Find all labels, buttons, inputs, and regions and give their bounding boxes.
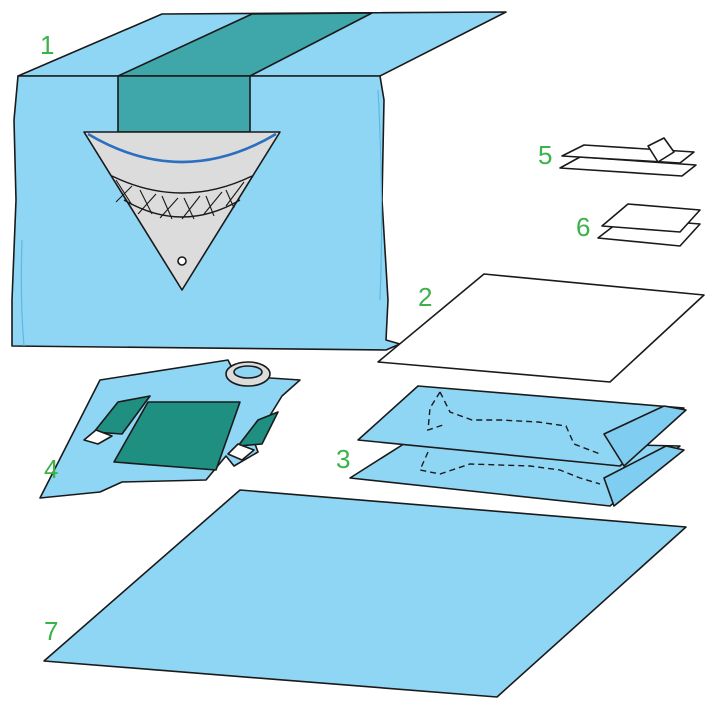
label-cover: 1 bbox=[40, 30, 54, 60]
pouch-drain-hole bbox=[177, 256, 187, 266]
label-tape-strips: 5 bbox=[538, 140, 552, 170]
cover-pouch bbox=[83, 131, 281, 291]
pouch-mesh-bottom bbox=[123, 199, 241, 218]
leg-drape-lower-fold bbox=[603, 445, 685, 507]
leg-drape-upper-fold bbox=[603, 405, 687, 467]
small-sheet bbox=[377, 273, 705, 383]
small-sheet-surface bbox=[377, 273, 705, 383]
pouch-mesh-pattern bbox=[115, 179, 245, 220]
tape-strip-tab bbox=[647, 137, 675, 163]
label-small-sheet: 2 bbox=[418, 282, 432, 312]
cover-fold-left bbox=[20, 239, 25, 347]
pouch-body bbox=[83, 131, 281, 291]
label-gown: 4 bbox=[44, 454, 58, 484]
towels bbox=[597, 203, 701, 247]
leg-drape-upper-outline bbox=[427, 391, 601, 455]
pouch-rim bbox=[87, 132, 277, 164]
gown-left-glove-end bbox=[83, 429, 113, 445]
gown-collar-inner bbox=[233, 365, 263, 379]
label-towels: 6 bbox=[576, 212, 590, 242]
label-large-sheet: 7 bbox=[44, 616, 58, 646]
leg-drape-lower-outline bbox=[419, 451, 601, 485]
label-leg-drapes: 3 bbox=[336, 444, 350, 474]
cover-front-reinforcement bbox=[117, 75, 251, 133]
large-sheet bbox=[43, 489, 687, 698]
large-sheet-surface bbox=[43, 489, 687, 698]
leg-drape-upper bbox=[357, 385, 685, 467]
towel-upper bbox=[601, 203, 701, 233]
gown-left-cuff bbox=[93, 395, 151, 435]
surgical-gown bbox=[39, 359, 301, 499]
gown-chest-reinforcement bbox=[113, 401, 241, 471]
tape-strips bbox=[559, 137, 697, 177]
cover-fold-right bbox=[377, 89, 383, 301]
gown-right-cuff bbox=[237, 411, 279, 447]
cover-drape bbox=[11, 11, 507, 351]
gown-right-glove-end bbox=[227, 443, 255, 461]
leg-drapes bbox=[349, 385, 687, 507]
pouch-mesh-top bbox=[111, 175, 253, 194]
